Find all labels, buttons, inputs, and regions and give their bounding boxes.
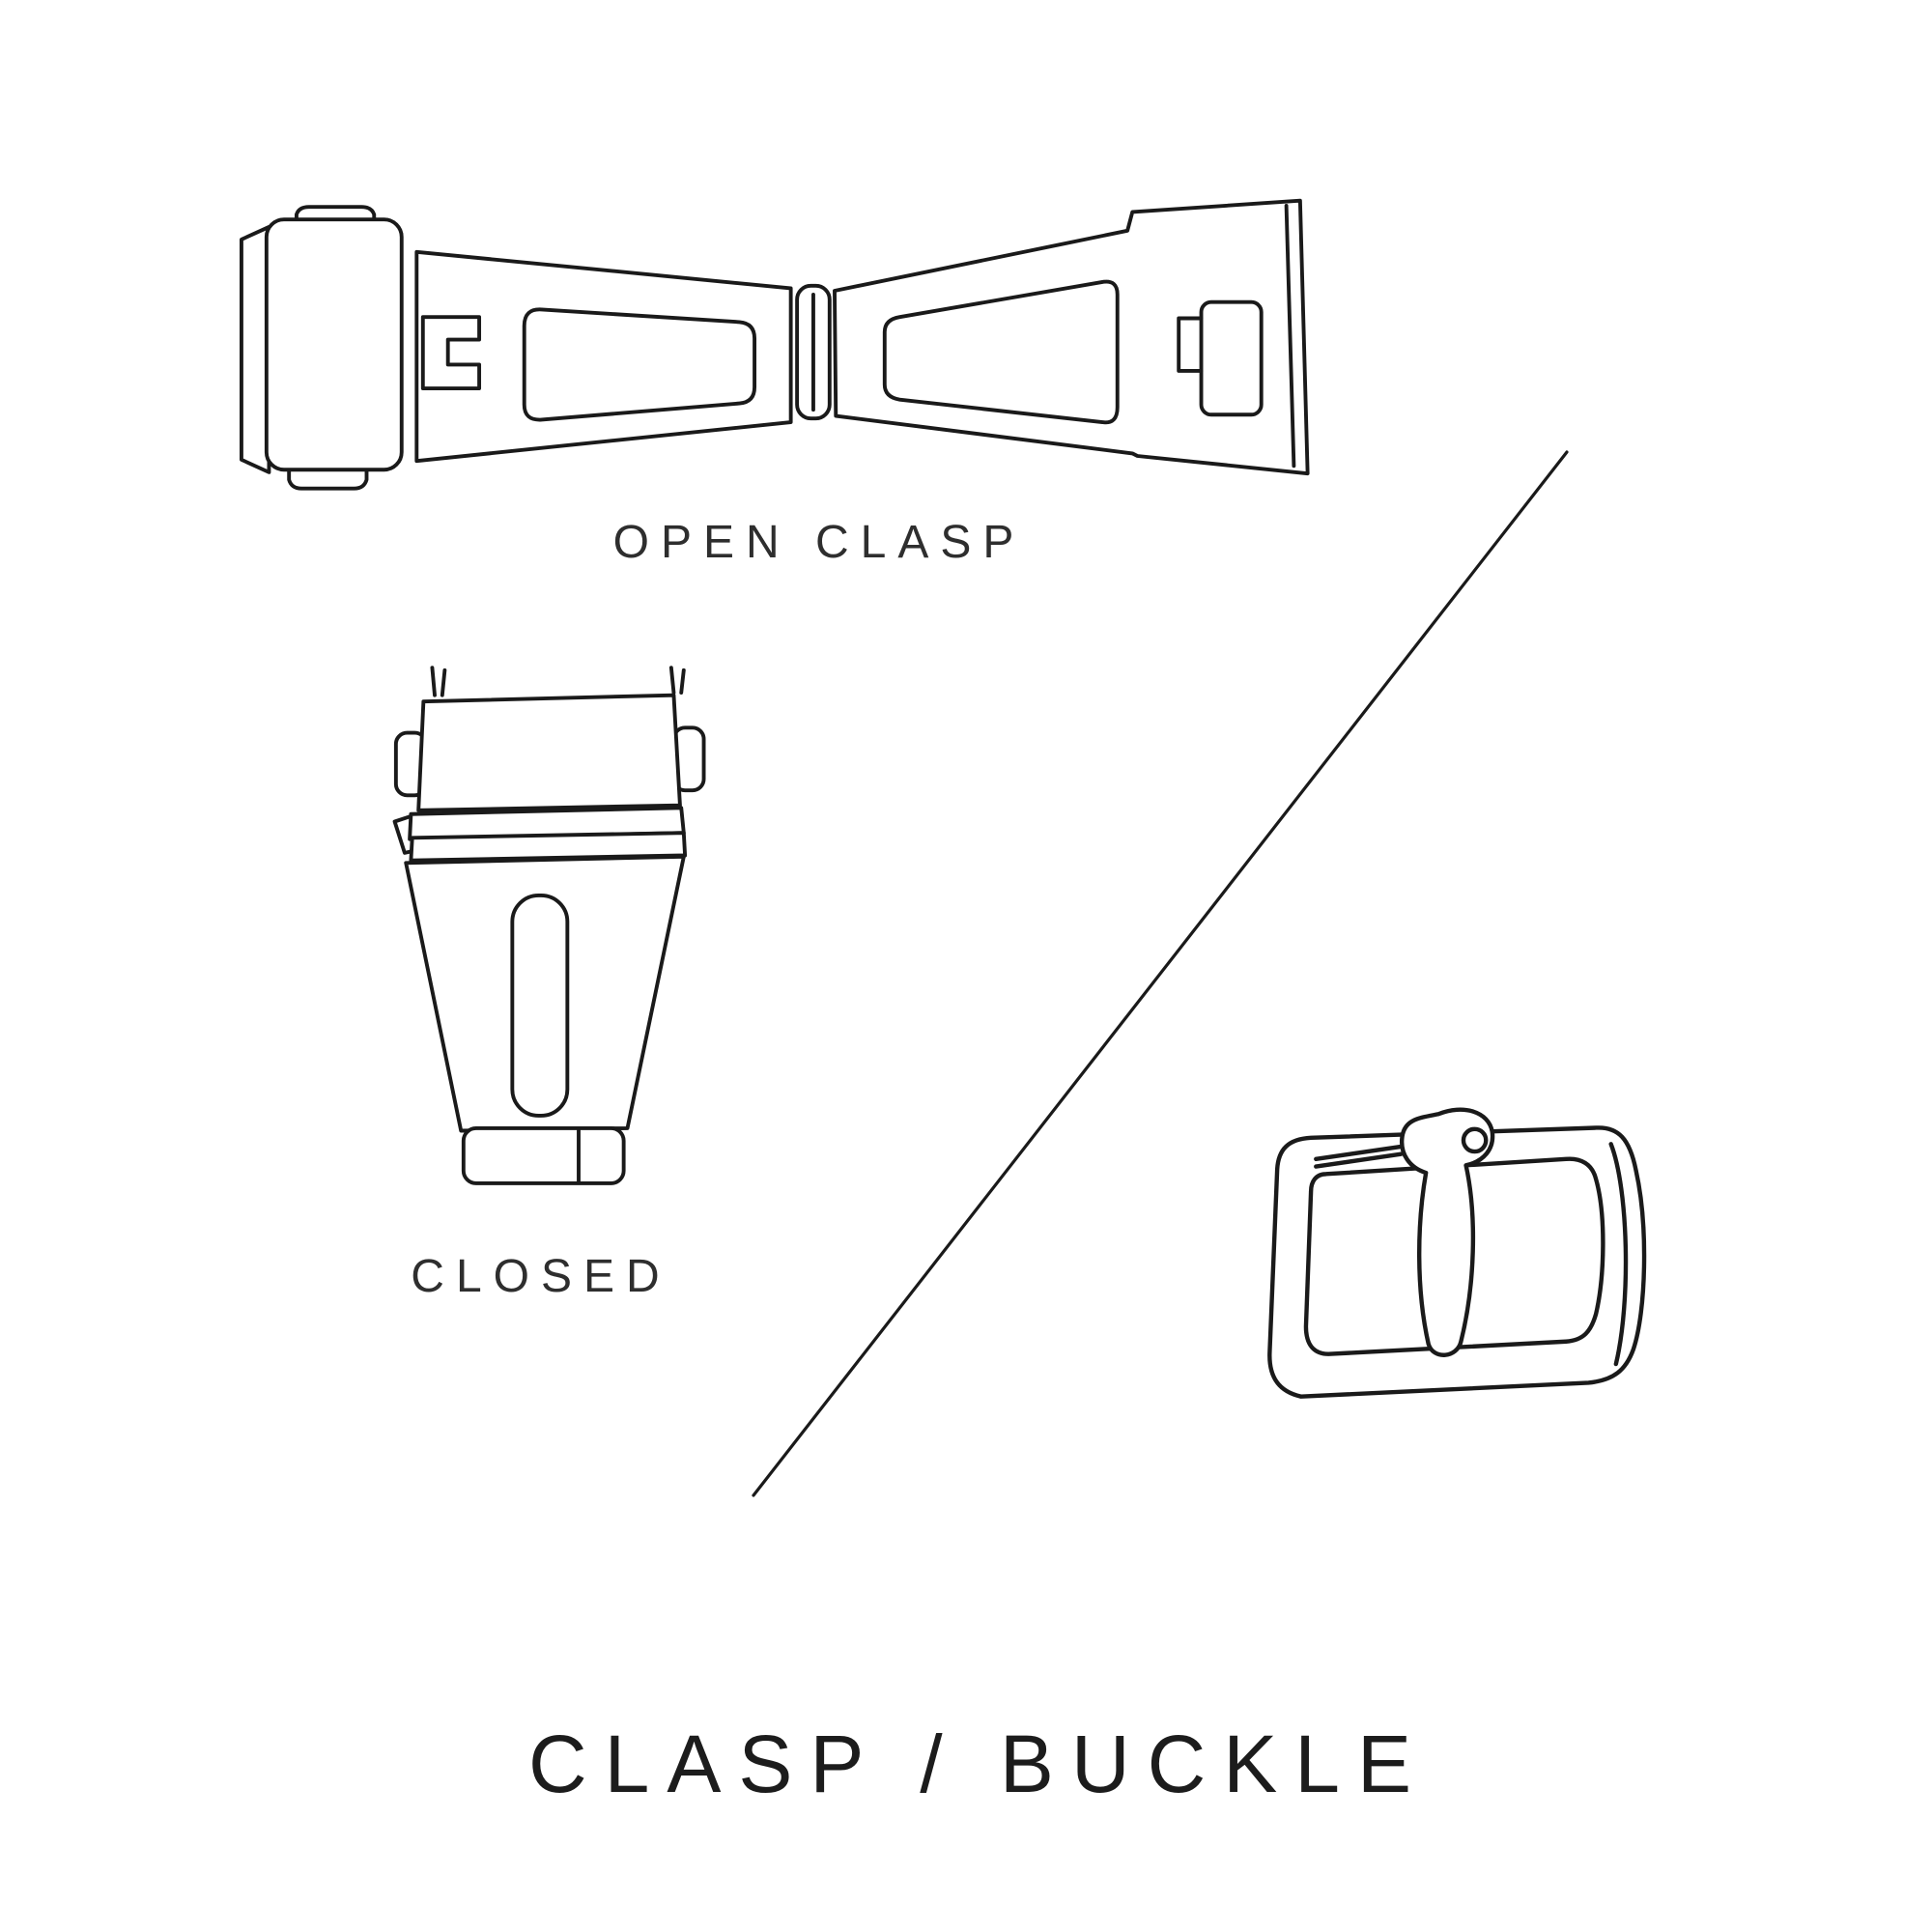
tang-buckle-illustration bbox=[1251, 1101, 1663, 1439]
open-clasp-illustration bbox=[229, 189, 1318, 502]
open-clasp-label: OPEN CLASP bbox=[612, 517, 1026, 568]
divider-line-drawing bbox=[752, 450, 1569, 1497]
closed-clasp-drawing bbox=[392, 666, 706, 1185]
open-clasp-drawing bbox=[240, 198, 1310, 491]
tang-buckle-drawing bbox=[1267, 1107, 1647, 1399]
diagonal-divider-line bbox=[744, 444, 1575, 1502]
page-title: CLASP / BUCKLE bbox=[527, 1719, 1430, 1809]
closed-clasp-illustration bbox=[388, 663, 714, 1213]
closed-clasp-label: CLOSED bbox=[411, 1251, 671, 1302]
